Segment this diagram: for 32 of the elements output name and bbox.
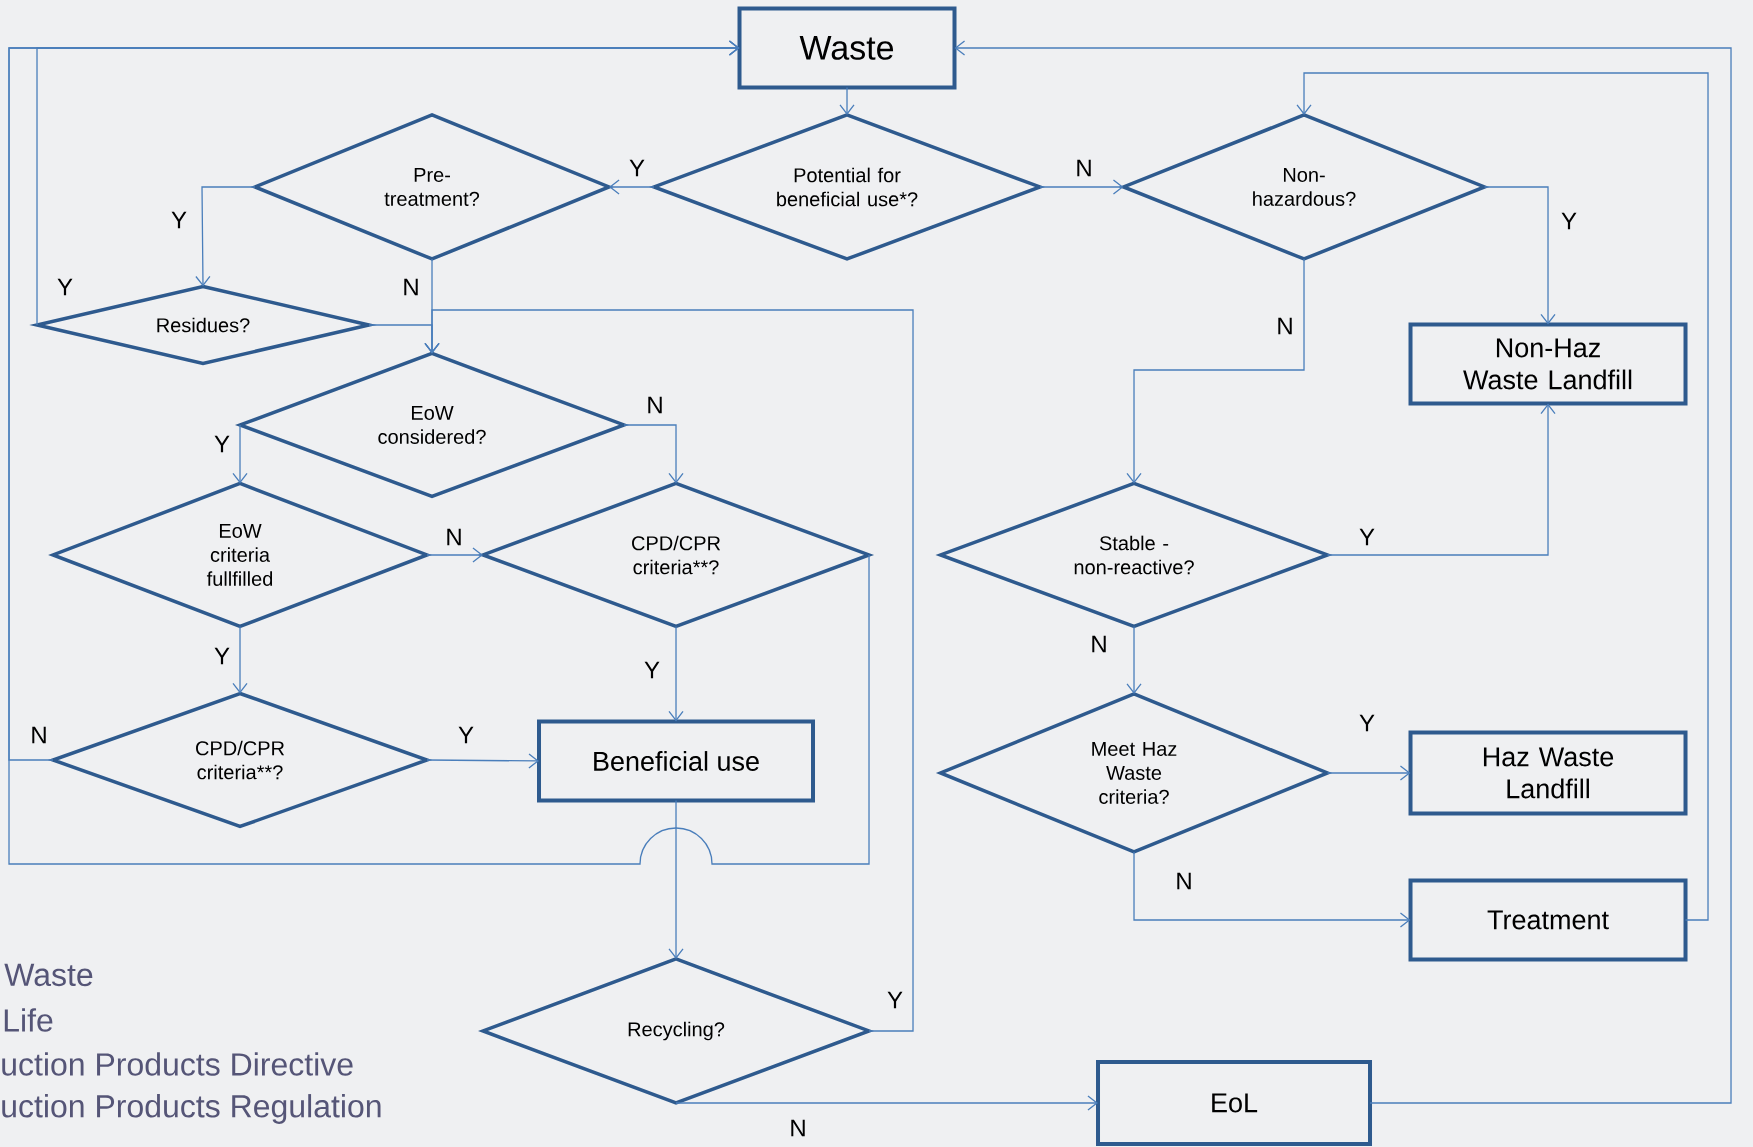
note-text: uction Products Directive	[2, 1052, 353, 1076]
arrow	[623, 424, 684, 484]
arrow	[426, 547, 483, 563]
process-box: EoL	[1096, 1060, 1372, 1146]
process-box: Haz Waste Landfill	[1408, 730, 1688, 816]
arrow	[668, 799, 684, 959]
arrow	[675, 1095, 1098, 1111]
arrow	[8, 40, 870, 865]
note-text: uction Products Regulation	[2, 1094, 381, 1124]
arrow	[1039, 179, 1124, 195]
arrow	[424, 309, 914, 1032]
arrow	[195, 186, 256, 287]
process-box: Treatment	[1408, 878, 1688, 962]
arrow	[1483, 186, 1556, 325]
arrow	[954, 40, 1732, 1104]
note-text: Waste	[4, 963, 93, 987]
arrow	[1326, 403, 1556, 556]
process-box: Beneficial use	[537, 719, 815, 803]
note-text: Life	[4, 1008, 53, 1032]
arrow	[668, 625, 684, 722]
process-box: Waste	[737, 6, 957, 90]
arrow	[1326, 765, 1411, 781]
arrow	[1296, 72, 1709, 921]
process-box: Non-Haz Waste Landfill	[1408, 322, 1688, 406]
arrow	[1126, 258, 1305, 484]
arrow	[609, 179, 655, 195]
arrow	[1133, 851, 1411, 928]
arrow	[839, 86, 855, 115]
arrow	[232, 424, 248, 484]
arrow	[426, 753, 539, 769]
arrow	[1126, 625, 1142, 694]
arrow	[232, 625, 248, 694]
